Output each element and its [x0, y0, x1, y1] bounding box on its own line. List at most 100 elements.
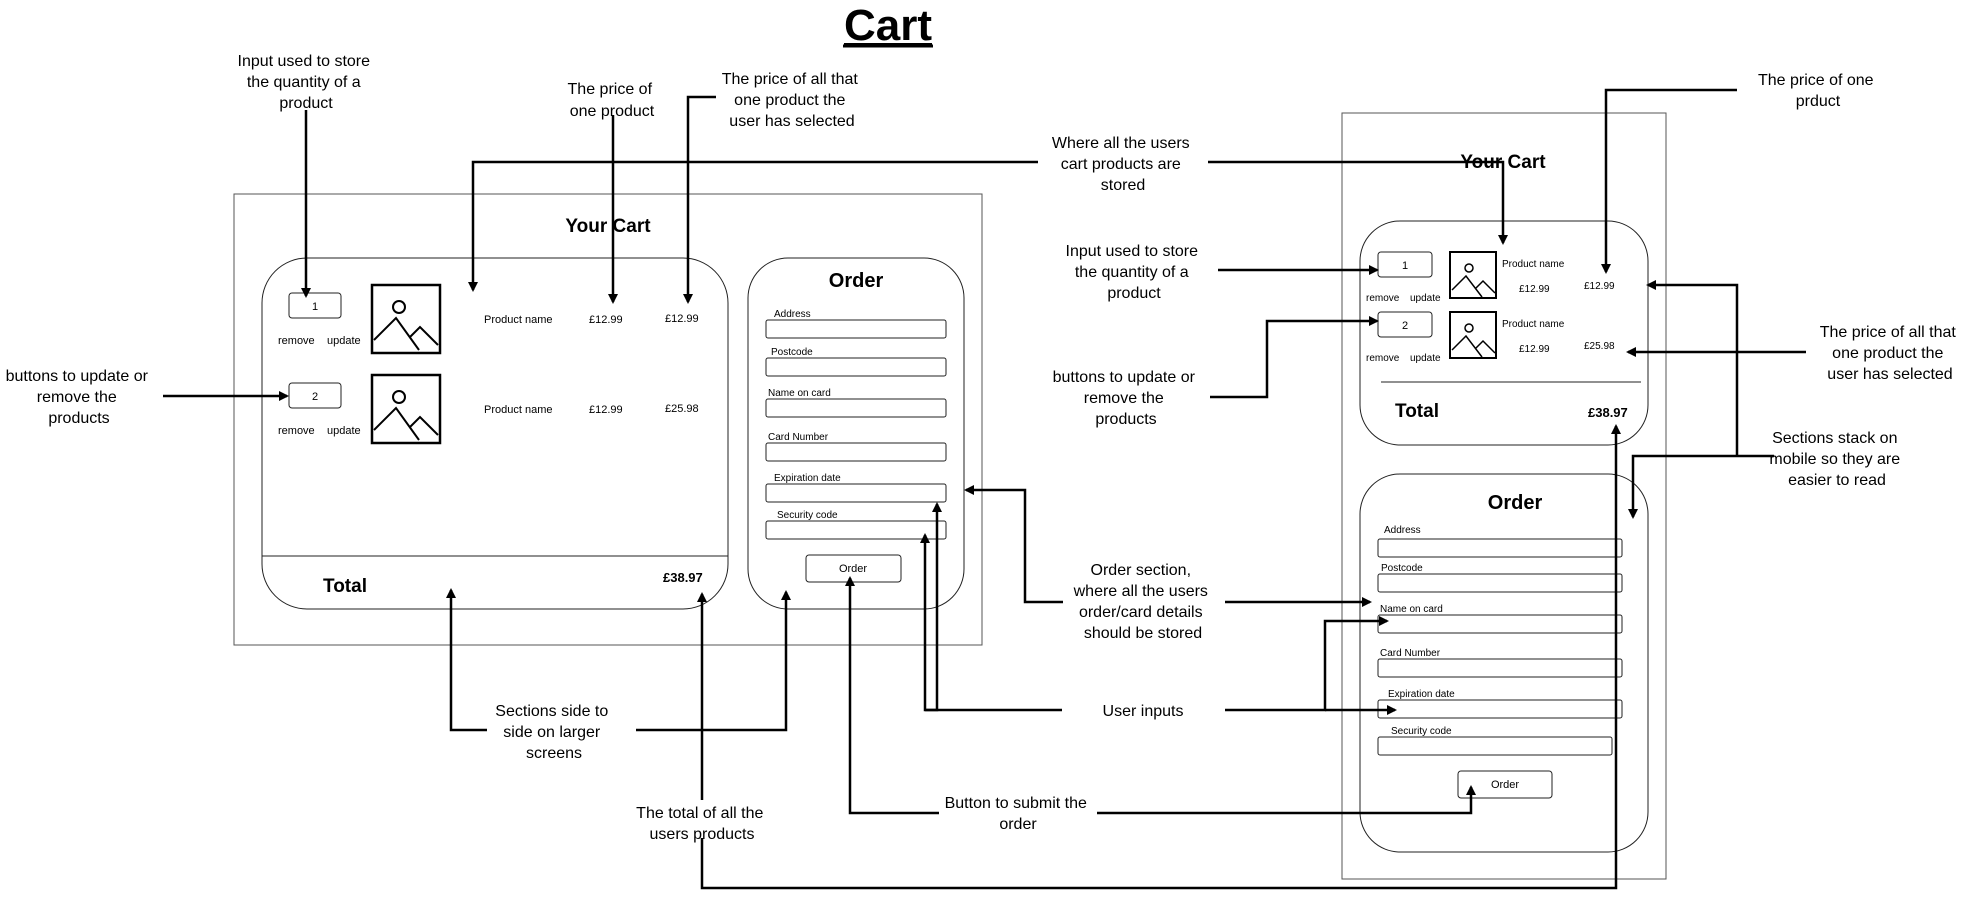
mobile-frame [1341, 112, 1667, 880]
total-label: Total [1395, 401, 1439, 422]
arrow-submit-desktop [845, 576, 939, 815]
arrow-side-by-side-left [446, 588, 487, 732]
desktop-cart-heading: Your Cart [565, 216, 651, 237]
update-button[interactable]: update [327, 335, 361, 347]
field-label-address: Address [774, 309, 811, 320]
arrow-stack-mobile [1628, 454, 1774, 519]
annotation-cart-storage: Where all the users cart products are st… [1052, 135, 1194, 194]
product-image-icon [1449, 311, 1497, 359]
arrow-line-price-right-top [1646, 280, 1739, 456]
arrow-line-price-left [683, 95, 716, 304]
arrow-side-by-side-right [636, 590, 791, 732]
mobile-wireframe: Your Cart 1 remove update Product name £… [1341, 112, 1667, 880]
mobile-order-panel [1359, 473, 1649, 853]
product-name: Product name [484, 314, 552, 326]
field-label-expiration-date: Expiration date [1388, 689, 1455, 700]
field-label-security-code: Security code [777, 510, 838, 521]
security-code-field[interactable] [1377, 736, 1613, 756]
annotation-submit-button: Button to submit the order [945, 795, 1092, 833]
order-button-label: Order [839, 563, 867, 575]
desktop-order-panel [747, 257, 965, 610]
arrow-buttons-mid [1210, 316, 1379, 399]
postcode-field[interactable] [1377, 573, 1623, 593]
card-number-field[interactable] [1377, 658, 1623, 678]
remove-button[interactable]: remove [278, 425, 315, 437]
annotation-quantity-input-mid: Input used to store the quantity of a pr… [1066, 243, 1203, 302]
line-price: £25.98 [1584, 341, 1615, 352]
annotation-total-all: The total of all the users products [636, 805, 768, 843]
quantity-value: 1 [1402, 260, 1408, 272]
product-image-icon [370, 283, 442, 355]
annotation-unit-price-right: The price of one prduct [1758, 72, 1878, 110]
product-name: Product name [1502, 259, 1565, 270]
arrow-submit-mobile [1097, 785, 1476, 815]
name-on-card-field[interactable] [765, 398, 947, 418]
connector-arrows [163, 88, 1806, 890]
field-label-card-number: Card Number [768, 432, 829, 443]
annotation-order-section: Order section, where all the users order… [1073, 562, 1213, 642]
arrow-user-inputs-security [920, 533, 1062, 712]
security-code-field[interactable] [765, 520, 947, 540]
annotation-user-inputs: User inputs [1103, 703, 1184, 720]
name-on-card-field[interactable] [1377, 614, 1623, 634]
annotation-unit-price-left: The price of one product [568, 81, 657, 120]
total-value: £38.97 [663, 570, 703, 585]
page-title: Cart [844, 1, 932, 50]
desktop-frame [233, 193, 983, 646]
arrow-user-inputs-mobile-name [1225, 616, 1389, 712]
mobile-order-heading: Order [1488, 492, 1543, 514]
address-field[interactable] [1377, 538, 1623, 558]
field-label-postcode: Postcode [1381, 563, 1423, 574]
line-price: £12.99 [1584, 281, 1615, 292]
line-price: £25.98 [665, 403, 699, 415]
annotation-side-by-side: Sections side to side on larger screens [495, 703, 612, 762]
expiration-date-field[interactable] [765, 483, 947, 503]
update-button[interactable]: update [1410, 293, 1441, 304]
arrow-unit-price-right [1601, 88, 1737, 274]
quantity-input[interactable] [288, 382, 342, 409]
unit-price: £12.99 [1519, 344, 1550, 355]
arrow-cart-storage-left [468, 160, 1038, 292]
remove-button[interactable]: remove [278, 335, 315, 347]
annotation-stack-mobile: Sections stack on mobile so they are eas… [1769, 430, 1904, 489]
remove-button[interactable]: remove [1366, 353, 1400, 364]
order-button-label: Order [1491, 779, 1519, 791]
product-name: Product name [484, 404, 552, 416]
arrow-user-inputs-expiration [925, 502, 942, 712]
expiration-date-field[interactable] [1377, 699, 1623, 719]
desktop-cart-panel [261, 257, 729, 610]
field-label-security-code: Security code [1391, 726, 1452, 737]
desktop-cart-row-2: 2 remove update Product name £12.99 £25.… [278, 373, 699, 445]
quantity-value: 2 [312, 391, 318, 403]
arrow-cart-storage-right [1208, 160, 1508, 245]
unit-price: £12.99 [1519, 284, 1550, 295]
arrow-total-mobile [700, 424, 1621, 890]
field-label-postcode: Postcode [771, 347, 813, 358]
annotation-line-price-left: The price of all that one product the us… [722, 71, 863, 130]
remove-button[interactable]: remove [1366, 293, 1400, 304]
annotation-buttons-mid: buttons to update or remove the products [1053, 369, 1200, 428]
field-label-name-on-card: Name on card [768, 388, 831, 399]
card-number-field[interactable] [765, 442, 947, 462]
desktop-order-heading: Order [829, 270, 884, 292]
order-button[interactable] [1457, 770, 1553, 799]
total-label: Total [323, 576, 367, 597]
product-image-icon [1449, 251, 1497, 299]
product-image-icon [370, 373, 442, 445]
annotation-quantity-input-left: Input used to store the quantity of a pr… [238, 53, 375, 112]
mobile-cart-row-2: 2 remove update Product name £12.99 £25.… [1366, 311, 1615, 364]
product-name: Product name [1502, 319, 1565, 330]
quantity-input[interactable] [288, 292, 342, 319]
desktop-wireframe: Your Cart 1 remove update Product name £… [233, 193, 983, 646]
update-button[interactable]: update [1410, 353, 1441, 364]
total-value: £38.97 [1588, 405, 1628, 420]
quantity-input[interactable] [1377, 251, 1433, 278]
unit-price: £12.99 [589, 314, 623, 326]
postcode-field[interactable] [765, 357, 947, 377]
address-field[interactable] [765, 319, 947, 339]
update-button[interactable]: update [327, 425, 361, 437]
mobile-cart-row-1: 1 remove update Product name £12.99 £12.… [1366, 251, 1615, 304]
field-label-address: Address [1384, 525, 1421, 536]
annotation-line-price-right: The price of all that one product the us… [1820, 324, 1961, 383]
